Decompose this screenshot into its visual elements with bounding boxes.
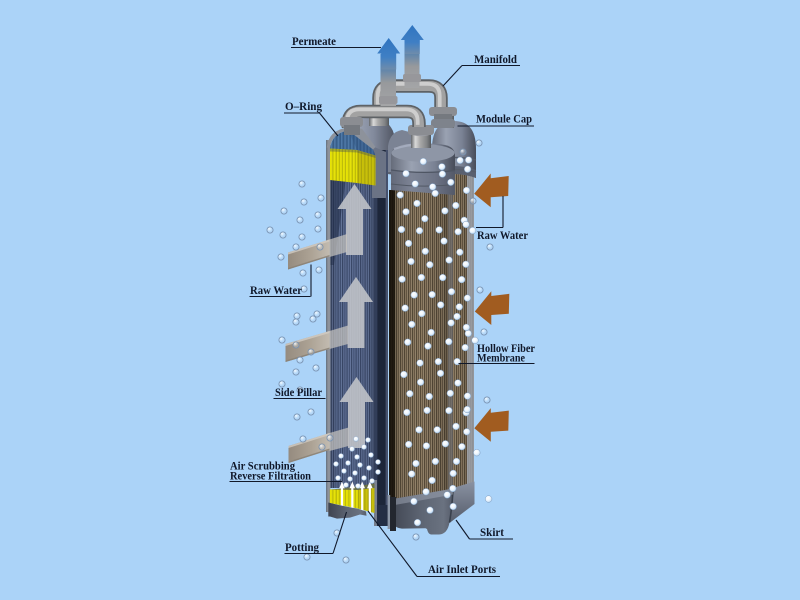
svg-text:Permeate: Permeate: [292, 34, 337, 48]
svg-text:Air Scrubbing: Air Scrubbing: [230, 459, 295, 473]
svg-text:Reverse Filtration: Reverse Filtration: [230, 469, 311, 483]
svg-text:Raw Water: Raw Water: [250, 283, 303, 297]
svg-text:Manifold: Manifold: [474, 52, 517, 66]
svg-text:Skirt: Skirt: [480, 525, 504, 539]
svg-text:Side Pillar: Side Pillar: [275, 385, 323, 399]
svg-text:Air Inlet Ports: Air Inlet Ports: [428, 562, 496, 576]
svg-text:Module Cap: Module Cap: [476, 112, 532, 126]
svg-text:Hollow Fiber: Hollow Fiber: [477, 341, 536, 355]
svg-text:O–Ring: O–Ring: [285, 99, 322, 113]
svg-text:Membrane: Membrane: [477, 351, 526, 365]
svg-text:Potting: Potting: [285, 540, 319, 554]
svg-text:Raw Water: Raw Water: [477, 228, 529, 242]
